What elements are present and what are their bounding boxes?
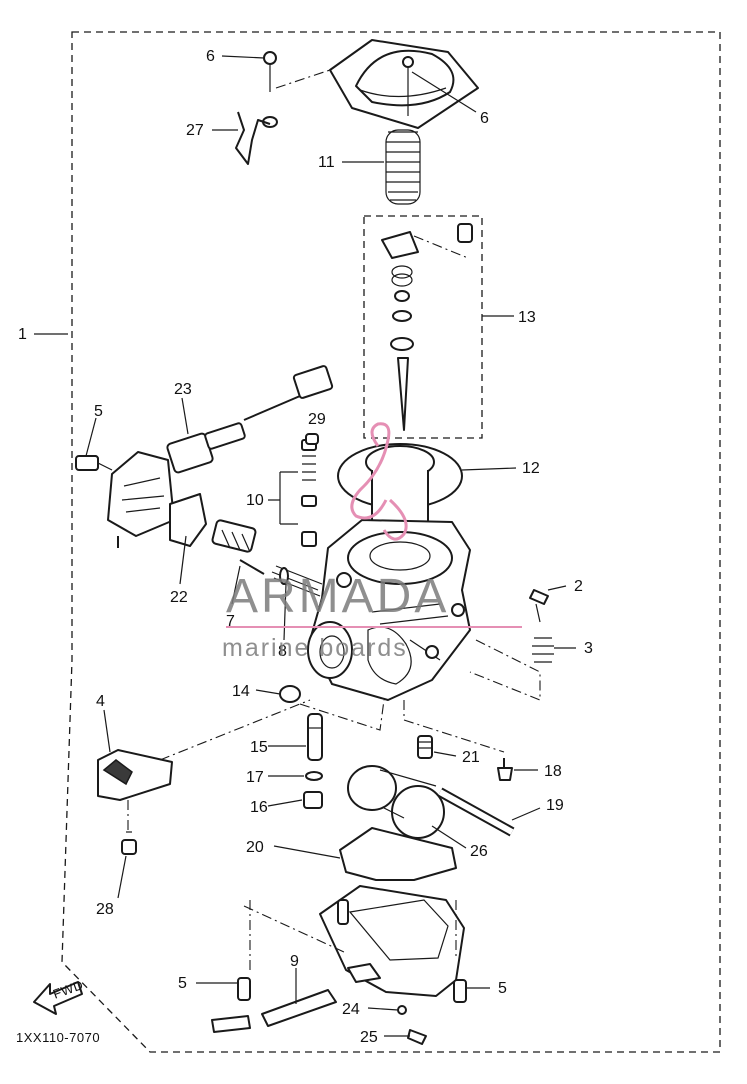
callout-3: 3 — [584, 640, 593, 657]
jet-set-10 — [301, 439, 317, 547]
drain-screw-25 — [407, 1029, 427, 1045]
callout-16: 16 — [250, 799, 268, 816]
callouts: 1 2 3 4 5 5 5 6 6 7 8 9 10 11 12 13 14 — [18, 48, 593, 1046]
throttle-lever-4 — [97, 699, 311, 830]
float-bowl-gasket-20 — [339, 827, 457, 881]
callout-13: 13 — [518, 309, 536, 326]
callout-11: 11 — [318, 154, 335, 171]
drain-hose-9 — [211, 989, 337, 1033]
screw-5-bowl-left — [237, 977, 251, 1001]
callout-15: 15 — [250, 739, 268, 756]
callout-9: 9 — [290, 953, 299, 970]
watermark-brand: ARMADA — [226, 570, 449, 623]
needle-jet-15 — [307, 713, 323, 761]
o-ring-17 — [305, 771, 323, 781]
callout-5-bowl-left: 5 — [178, 975, 187, 992]
float-valve-18 — [497, 758, 513, 781]
cable-guide-27 — [235, 111, 271, 165]
callout-10: 10 — [246, 492, 264, 509]
o-ring-24 — [397, 1005, 407, 1015]
callout-5-bowl-right: 5 — [498, 980, 507, 997]
starter-plunger-23 — [77, 365, 334, 548]
screw-2 — [529, 589, 549, 623]
watermark-logo-mark — [350, 422, 408, 541]
spring-11 — [385, 129, 421, 205]
callout-6-cap: 6 — [480, 110, 489, 127]
callout-24: 24 — [342, 1001, 360, 1018]
float-bowl — [319, 885, 465, 997]
throttle-stop-screw-8 — [271, 565, 323, 597]
callout-17: 17 — [246, 769, 264, 786]
callout-25: 25 — [360, 1029, 378, 1046]
float-26 — [347, 765, 445, 839]
callout-7: 7 — [226, 613, 235, 630]
carburetor-body — [307, 519, 471, 701]
screw-5-bowl-right — [453, 979, 467, 1003]
watermark: ARMADA marine boards — [222, 422, 522, 662]
pilot-jet-21 — [417, 735, 433, 759]
callout-19: 19 — [546, 797, 564, 814]
callout-21: 21 — [462, 749, 480, 766]
screw-6-cap — [402, 56, 414, 116]
callout-29: 29 — [308, 411, 326, 428]
callout-5-plunger: 5 — [94, 403, 103, 420]
carburetor-cap — [329, 39, 479, 129]
watermark-tagline: marine boards — [222, 634, 408, 662]
main-jet-16 — [303, 791, 323, 809]
callout-22: 22 — [170, 589, 188, 606]
callout-28: 28 — [96, 901, 114, 918]
cap-14 — [279, 685, 301, 703]
pilot-screw-7 — [211, 519, 265, 575]
fwd-arrow: FWD — [33, 977, 85, 1015]
callout-4: 4 — [96, 693, 105, 710]
callout-14: 14 — [232, 683, 250, 700]
callout-26: 26 — [470, 843, 488, 860]
jet-29 — [305, 433, 319, 445]
callout-20: 20 — [246, 839, 264, 856]
callout-23: 23 — [174, 381, 192, 398]
callout-6-top: 6 — [206, 48, 215, 65]
gasket-22 — [169, 493, 207, 547]
callout-27: 27 — [186, 122, 204, 139]
callout-8: 8 — [278, 643, 287, 660]
screw-28 — [121, 831, 137, 855]
float-pin-19 — [437, 787, 515, 837]
subassembly-13-boundary — [363, 215, 483, 439]
screw-6-top — [262, 51, 278, 128]
spring-3 — [532, 637, 554, 663]
screw-5-plunger — [75, 455, 99, 471]
callout-2: 2 — [574, 578, 583, 595]
callout-12: 12 — [522, 460, 540, 477]
assembly-boundary — [61, 31, 721, 1053]
callout-18: 18 — [544, 763, 562, 780]
needle-set-13 — [381, 223, 473, 431]
callout-1: 1 — [18, 326, 27, 343]
drawing-code: 1XX110-7070 — [16, 1030, 100, 1045]
